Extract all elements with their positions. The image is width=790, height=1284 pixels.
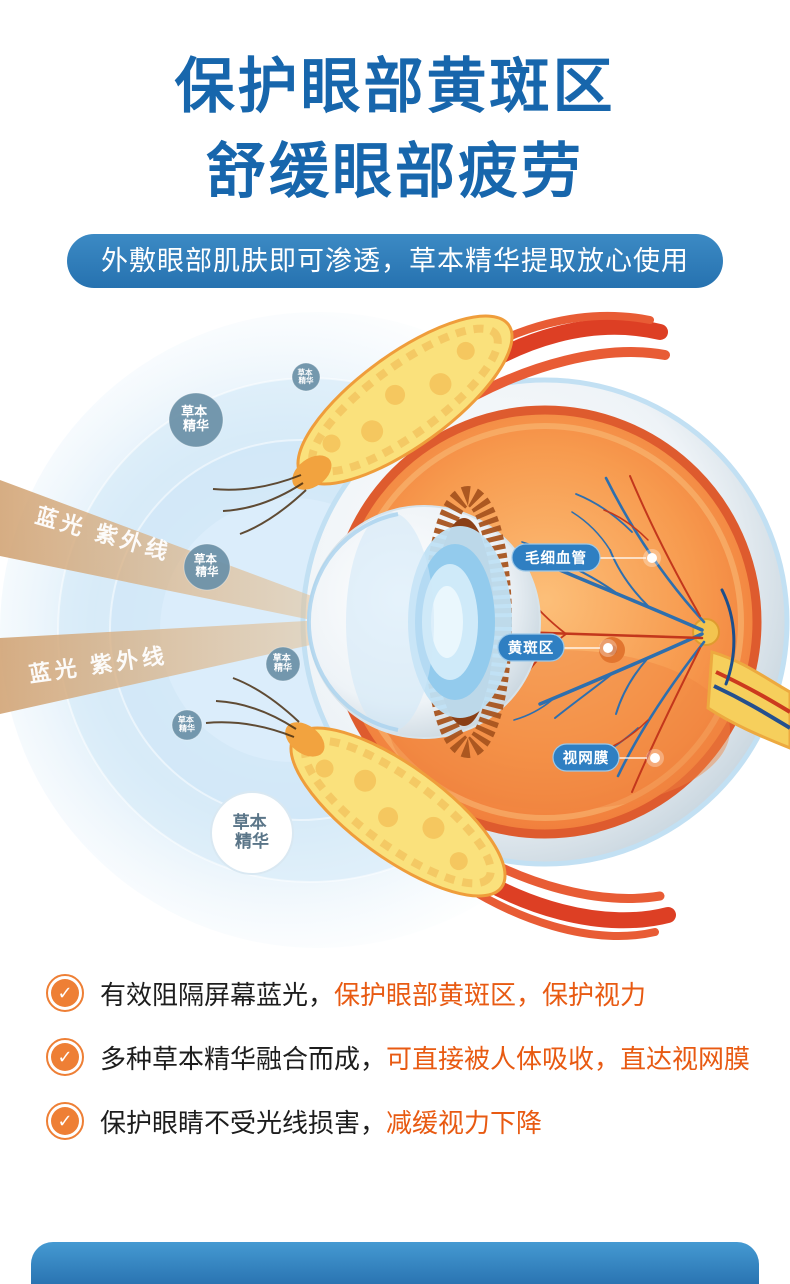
benefit-highlight: 减缓视力下降 bbox=[386, 1107, 543, 1138]
essence-badge-4: 草本 精华 bbox=[265, 646, 301, 682]
essence-badge-6: 草本 精华 bbox=[210, 791, 294, 876]
label-macula: 黄斑区 bbox=[497, 633, 617, 662]
benefit-item-1: ✓ 有效阻隔屏幕蓝光，保护眼部黄斑区，保护视力 bbox=[46, 974, 790, 1013]
light-beam-bottom: 蓝光 紫外线 bbox=[0, 618, 360, 715]
benefit-lead: 有效阻隔屏幕蓝光， bbox=[100, 979, 335, 1010]
essence-badge-5: 草本 精华 bbox=[171, 709, 203, 741]
benefit-text-1: 有效阻隔屏幕蓝光，保护眼部黄斑区，保护视力 bbox=[100, 975, 646, 1012]
upper-eyelid bbox=[212, 314, 514, 536]
svg-text:草本 精华: 草本 精华 bbox=[297, 367, 314, 385]
subtitle-banner-wrap: 外敷眼部肌肤即可渗透，草本精华提取放心使用 bbox=[0, 234, 790, 289]
lens-and-cornea bbox=[306, 486, 541, 759]
label-capillaries: 毛细血管 bbox=[511, 543, 661, 572]
svg-text:草本 精华: 草本 精华 bbox=[194, 552, 220, 579]
benefit-text-2: 多种草本精华融合而成，可直接被人体吸收，直达视网膜 bbox=[100, 1039, 750, 1076]
title-line-2: 舒缓眼部疲劳 bbox=[206, 138, 584, 206]
subtitle-banner: 外敷眼部肌肤即可渗透，草本精华提取放心使用 bbox=[67, 234, 723, 289]
benefit-highlight: 可直接被人体吸收，直达视网膜 bbox=[386, 1043, 751, 1074]
check-icon: ✓ bbox=[46, 1102, 84, 1141]
essence-badge-2: 草本 精华 bbox=[291, 362, 321, 392]
check-icon: ✓ bbox=[46, 974, 84, 1013]
check-icon: ✓ bbox=[46, 1038, 84, 1077]
benefit-text-3: 保护眼睛不受光线损害，减缓视力下降 bbox=[100, 1103, 542, 1140]
cornea bbox=[346, 512, 434, 733]
svg-text:草本 精华: 草本 精华 bbox=[181, 404, 211, 433]
page-title: 保护眼部黄斑区 舒缓眼部疲劳 bbox=[0, 0, 790, 214]
benefit-item-3: ✓ 保护眼睛不受光线损害，减缓视力下降 bbox=[46, 1102, 790, 1141]
svg-text:草本 精华: 草本 精华 bbox=[273, 652, 294, 673]
benefit-item-2: ✓ 多种草本精华融合而成，可直接被人体吸收，直达视网膜 bbox=[46, 1038, 790, 1077]
title-line-1: 保护眼部黄斑区 bbox=[174, 53, 616, 120]
svg-text:草本 精华: 草本 精华 bbox=[233, 812, 272, 851]
upper-eyelashes bbox=[212, 474, 307, 536]
svg-text:毛细血管: 毛细血管 bbox=[525, 549, 587, 567]
benefit-lead: 多种草本精华融合而成， bbox=[100, 1043, 387, 1074]
eye-anatomy-illustration: 蓝光 紫外线 蓝光 紫外线 bbox=[0, 312, 790, 949]
lower-eyelashes bbox=[205, 677, 300, 739]
svg-text:黄斑区: 黄斑区 bbox=[508, 639, 555, 657]
lower-eyelid bbox=[205, 677, 507, 898]
benefit-lead: 保护眼睛不受光线损害， bbox=[100, 1107, 387, 1138]
label-retina: 视网膜 bbox=[552, 743, 664, 772]
benefit-list: ✓ 有效阻隔屏幕蓝光，保护眼部黄斑区，保护视力 ✓ 多种草本精华融合而成，可直接… bbox=[0, 974, 790, 1141]
essence-badge-3: 草本 精华 bbox=[183, 543, 231, 591]
check-glyph: ✓ bbox=[51, 1107, 79, 1136]
eye-anatomy-diagram: 蓝光 紫外线 蓝光 紫外线 bbox=[0, 300, 790, 950]
check-glyph: ✓ bbox=[51, 979, 79, 1008]
bottom-panel bbox=[31, 1242, 759, 1284]
check-glyph: ✓ bbox=[51, 1043, 79, 1072]
essence-badge-1: 草本 精华 bbox=[168, 392, 224, 448]
svg-text:草本 精华: 草本 精华 bbox=[178, 715, 196, 734]
benefit-highlight: 保护眼部黄斑区，保护视力 bbox=[334, 979, 647, 1010]
svg-text:视网膜: 视网膜 bbox=[563, 749, 610, 767]
